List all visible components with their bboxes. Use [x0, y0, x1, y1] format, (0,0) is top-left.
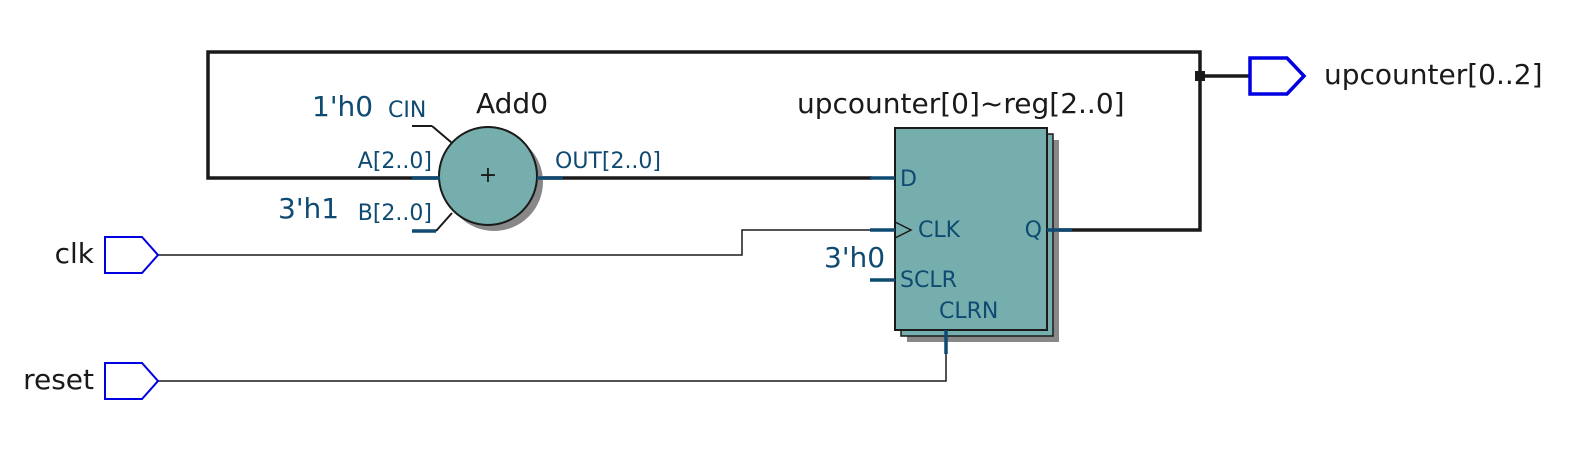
register-d-pin-label: D — [900, 167, 917, 192]
input-port-reset[interactable]: reset — [23, 362, 160, 400]
adder-body[interactable] — [438, 126, 538, 226]
register-body[interactable] — [894, 127, 1048, 331]
clk-port-label: clk — [55, 237, 95, 270]
input-pin-pentagon-icon[interactable] — [104, 236, 160, 274]
register-sclr-pin-label: SCLR — [900, 268, 957, 293]
clock-edge-triangle-icon — [894, 221, 913, 239]
register-name-label: upcounter[0]~reg[2..0] — [797, 87, 1125, 120]
register-clk-pin-label: CLK — [918, 218, 961, 243]
register-clrn-pin-label: CLRN — [939, 299, 998, 324]
bus-junction-dot — [1195, 71, 1205, 81]
reset-port-label: reset — [23, 363, 94, 396]
output-pin-pentagon-icon[interactable] — [1248, 56, 1307, 96]
input-pin-pentagon-icon[interactable] — [104, 362, 160, 400]
adder-b-pin-label: B[2..0] — [358, 201, 432, 226]
adder-add0[interactable]: + Add0 1'h0 CIN A[2..0] 3'h1 B[2..0] OUT… — [278, 87, 661, 233]
adder-out-pin-label: OUT[2..0] — [555, 149, 661, 174]
adder-cin-pin-label: CIN — [388, 98, 426, 123]
input-port-clk[interactable]: clk — [55, 236, 160, 274]
adder-plus-icon: + — [479, 163, 497, 188]
adder-cin-diag — [431, 125, 453, 144]
adder-b-const: 3'h1 — [278, 192, 339, 225]
feedback-bus-wire[interactable] — [206, 50, 1202, 232]
adder-a-pin-label: A[2..0] — [358, 149, 432, 174]
register-sclr-const: 3'h0 — [824, 241, 885, 274]
clk-net-wire[interactable] — [158, 229, 872, 256]
adder-cin-const: 1'h0 — [312, 90, 373, 123]
output-port-upcounter[interactable]: upcounter[0..2] — [1248, 56, 1543, 96]
adder-name-label: Add0 — [476, 87, 548, 120]
adder-b-diag — [435, 212, 453, 232]
upcounter-port-label: upcounter[0..2] — [1324, 58, 1543, 91]
reset-net-wire[interactable] — [158, 352, 947, 382]
register-upcounter[interactable]: upcounter[0]~reg[2..0] D CLK Q 3'h0 SCLR… — [797, 87, 1125, 354]
register-q-pin-label: Q — [1025, 218, 1042, 243]
